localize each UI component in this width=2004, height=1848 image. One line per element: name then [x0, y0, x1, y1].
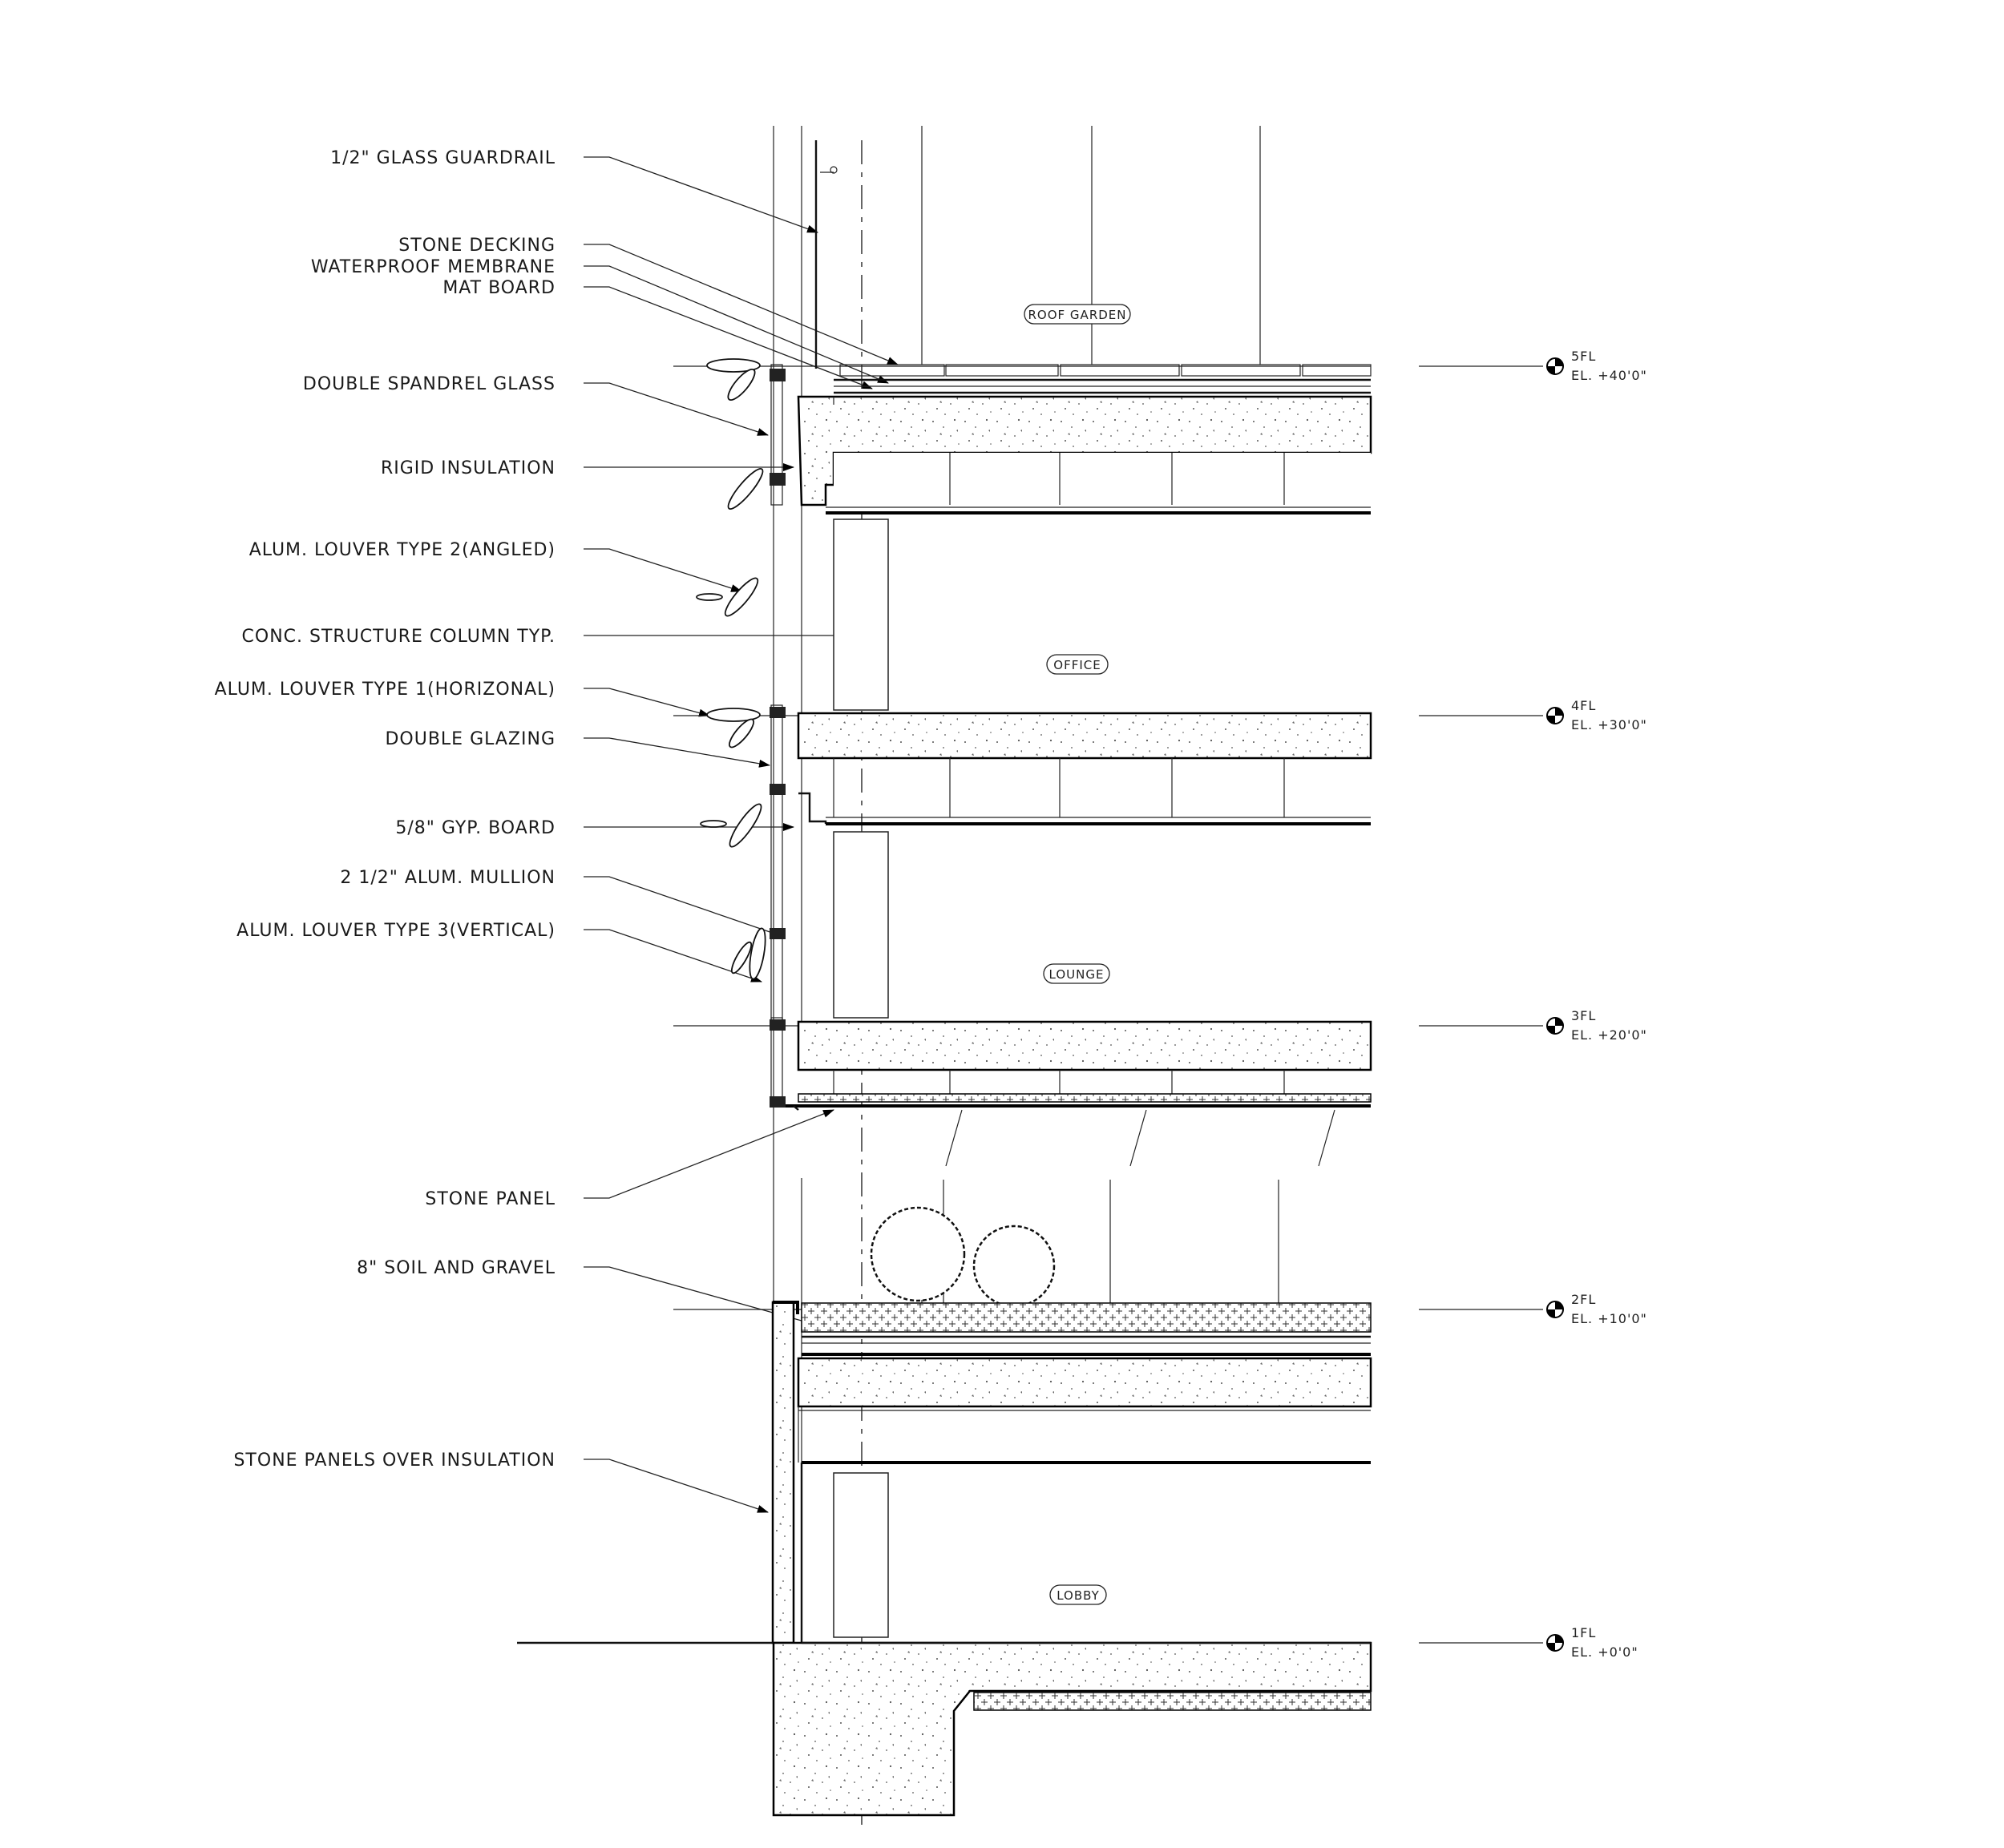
room-office: OFFICE [1053, 658, 1101, 672]
louver-vertical-icon [749, 927, 766, 980]
stone-deck-tile [1060, 364, 1180, 377]
level-marker-1fl: 1FL EL. +0'0" [1546, 1625, 1638, 1660]
louvers [696, 358, 766, 980]
shrub-icon [972, 1225, 1056, 1308]
slab-4fl [797, 712, 1372, 760]
mullion [770, 473, 786, 486]
room-tags: ROOF GARDEN OFFICE LOUNGE LOBBY [1024, 304, 1131, 1605]
level-marker-2fl: 2FL EL. +10'0" [1546, 1292, 1647, 1326]
column [833, 1472, 889, 1638]
stone-deck-tile [945, 364, 1059, 377]
leader-lines [584, 156, 899, 1513]
foundation-slab [772, 1641, 1372, 1817]
callout-double-spandrel-glass: DOUBLE SPANDREL GLASS [303, 374, 556, 394]
svg-text:EL. +30'0": EL. +30'0" [1571, 717, 1647, 732]
mullion [770, 784, 786, 795]
louver-horizontal-icon [706, 708, 761, 722]
callout-mat-board: MAT BOARD [442, 278, 556, 298]
mullion [770, 1096, 786, 1108]
floor-1fl-assembly [517, 1641, 1372, 1817]
callout-glass-guardrail: 1/2" GLASS GUARDRAIL [330, 148, 556, 168]
svg-text:3FL: 3FL [1571, 1008, 1596, 1023]
slab-3fl [797, 1020, 1372, 1071]
svg-text:EL. +0'0": EL. +0'0" [1571, 1644, 1638, 1660]
svg-text:EL. +10'0": EL. +10'0" [1571, 1311, 1647, 1326]
mullion [770, 369, 786, 381]
svg-text:EL. +20'0": EL. +20'0" [1571, 1027, 1647, 1043]
callout-double-glazing: DOUBLE GLAZING [385, 729, 556, 749]
callout-conc-column: CONC. STRUCTURE COLUMN TYP. [242, 627, 556, 647]
callout-stone-panel: STONE PANEL [425, 1189, 556, 1209]
callout-louver-type-2: ALUM. LOUVER TYPE 2(ANGLED) [249, 540, 556, 560]
column [833, 831, 889, 1019]
svg-text:5FL: 5FL [1571, 349, 1596, 364]
slab-2fl [797, 1357, 1372, 1408]
spandrel-glass [770, 364, 783, 506]
level-marker-4fl: 4FL EL. +30'0" [1546, 698, 1647, 732]
louver-angled-icon [729, 803, 762, 848]
mullion [770, 1019, 786, 1031]
callout-soil-gravel: 8" SOIL AND GRAVEL [357, 1258, 556, 1278]
svg-text:2FL: 2FL [1571, 1292, 1596, 1307]
callout-waterproof-membrane: WATERPROOF MEMBRANE [311, 257, 556, 277]
louver-angled-icon [727, 369, 756, 401]
roof-assembly [770, 140, 1372, 514]
callout-gyp-board: 5/8" GYP. BOARD [395, 818, 556, 838]
callout-louver-type-3: ALUM. LOUVER TYPE 3(VERTICAL) [236, 921, 556, 941]
louver-angled-icon [727, 468, 764, 510]
mullion [770, 707, 786, 718]
svg-text:1FL: 1FL [1571, 1625, 1596, 1640]
callout-rigid-insulation: RIGID INSULATION [381, 458, 556, 478]
double-glazing [770, 704, 783, 1027]
stone-deck-tile [1302, 364, 1372, 377]
callout-stone-panels-insulation: STONE PANELS OVER INSULATION [233, 1451, 556, 1471]
room-lobby: LOBBY [1057, 1588, 1100, 1603]
floor-2fl-assembly [771, 1206, 1372, 1644]
level-marker-5fl: 5FL EL. +40'0" [1546, 349, 1647, 383]
level-markers: 5FL EL. +40'0" 4FL EL. +30'0" 3FL EL. +2… [1546, 349, 1647, 1660]
callout-alum-mullion: 2 1/2" ALUM. MULLION [340, 868, 556, 888]
callout-louver-type-1: ALUM. LOUVER TYPE 1(HORIZONAL) [215, 680, 556, 700]
stone-deck-tile [1181, 364, 1301, 377]
mullion [770, 928, 786, 939]
svg-text:EL. +40'0": EL. +40'0" [1571, 368, 1647, 383]
louver-angled-icon [724, 577, 759, 617]
shrub-icon [870, 1206, 966, 1302]
callout-labels: 1/2" GLASS GUARDRAIL STONE DECKING WATER… [215, 148, 556, 1471]
callout-stone-decking: STONE DECKING [398, 236, 556, 256]
soil-gravel-layer [801, 1302, 1372, 1333]
svg-text:4FL: 4FL [1571, 698, 1596, 713]
room-roof-garden: ROOF GARDEN [1028, 308, 1127, 322]
column [833, 518, 889, 711]
floor-3fl-assembly [770, 831, 1372, 1167]
stone-panel-wall [771, 1301, 795, 1644]
louver-horizontal-icon [706, 358, 761, 373]
stone-deck-tile [839, 364, 945, 377]
room-lounge: LOUNGE [1049, 967, 1105, 982]
level-marker-3fl: 3FL EL. +20'0" [1546, 1008, 1647, 1043]
